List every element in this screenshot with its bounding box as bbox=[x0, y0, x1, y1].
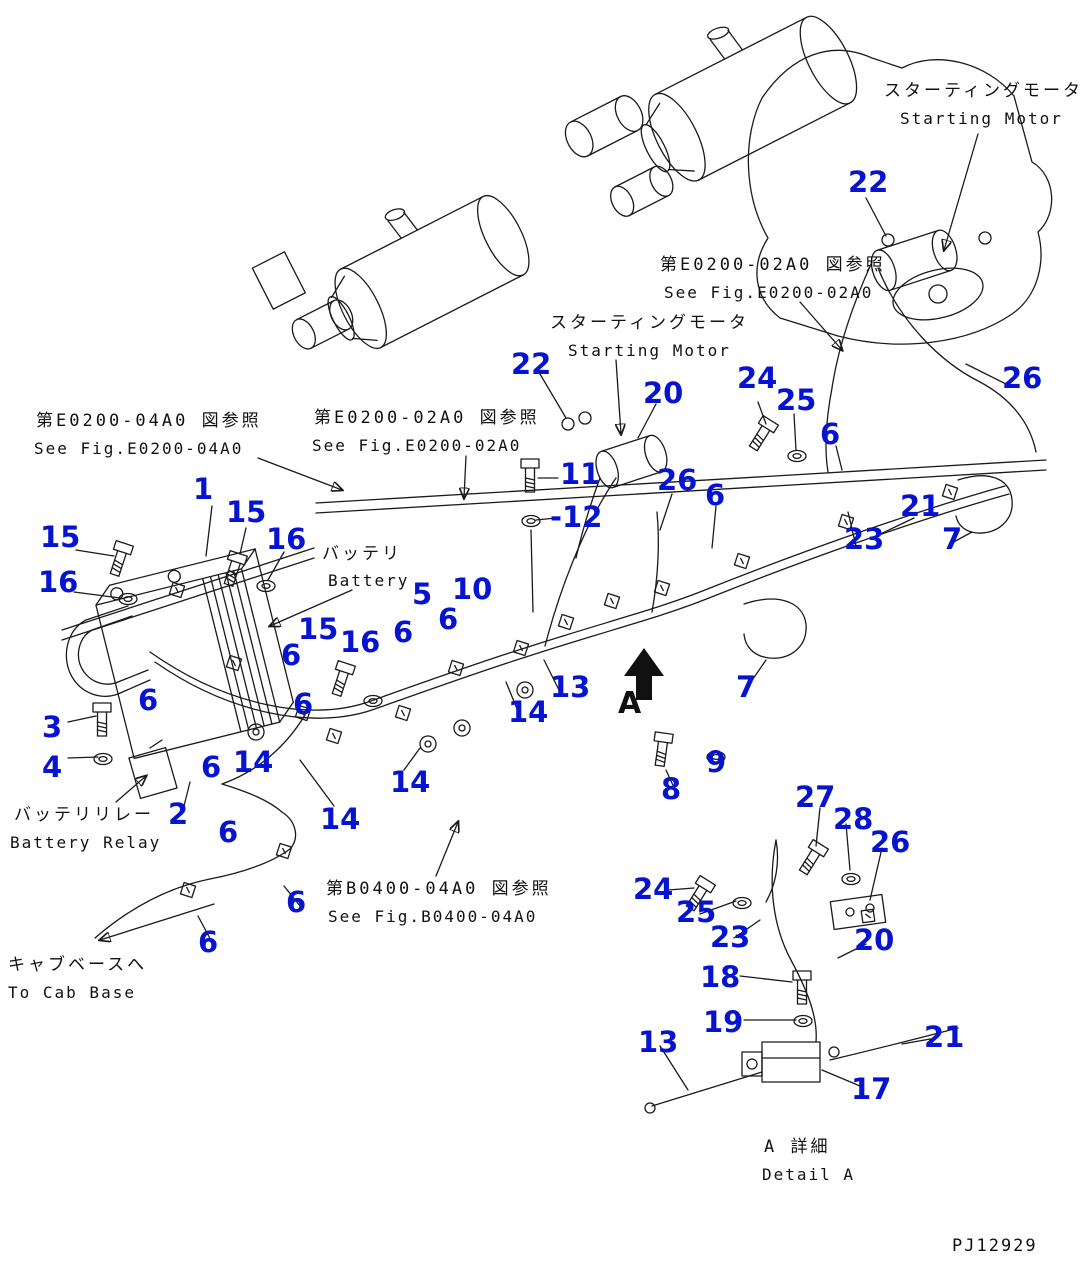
part-callout-15: 15 bbox=[226, 495, 267, 529]
label-detail-a-en: Detail A bbox=[762, 1165, 856, 1184]
part-callout-14: 14 bbox=[320, 802, 361, 836]
part-callout-26: 26 bbox=[657, 463, 698, 497]
label-battery-relay-en: Battery Relay bbox=[10, 833, 162, 852]
part-callout-13: 13 bbox=[638, 1025, 679, 1059]
label-starting-motor-mid-jp: スターティングモータ bbox=[550, 313, 749, 333]
ref-e0200-02a0-mid-en: See Fig.E0200-02A0 bbox=[312, 436, 522, 455]
part-callout-23: 23 bbox=[710, 920, 751, 954]
muffler-front bbox=[327, 194, 530, 350]
part-callout-16: 16 bbox=[340, 625, 381, 659]
part-callout-1: 1 bbox=[193, 472, 214, 506]
part-callout-27: 27 bbox=[795, 780, 836, 814]
part-callout-10: 10 bbox=[452, 572, 493, 606]
callout-leaders bbox=[67, 197, 1011, 1091]
part-callout-20: 20 bbox=[854, 923, 895, 957]
view-arrow-a bbox=[624, 648, 664, 700]
part-callout-19: 19 bbox=[703, 1005, 744, 1039]
muffler-rear bbox=[640, 15, 858, 182]
part-callout-24: 24 bbox=[633, 872, 674, 906]
part-callout-15: 15 bbox=[298, 612, 339, 646]
front-engine-parts bbox=[251, 251, 354, 350]
ring-terminals bbox=[247, 231, 992, 753]
part-callout-7: 7 bbox=[736, 670, 757, 704]
part-callout-6: 6 bbox=[286, 885, 307, 919]
ref-e0200-04a0-en: See Fig.E0200-04A0 bbox=[34, 439, 244, 458]
part-callout-8: 8 bbox=[661, 772, 682, 806]
rear-engine-parts bbox=[564, 95, 674, 217]
ref-b0400-04a0-jp: 第B0400-04A0 図参照 bbox=[326, 879, 552, 899]
part-callout-26: 26 bbox=[870, 825, 911, 859]
detail-a-assembly bbox=[644, 839, 959, 1114]
part-callout-6: 6 bbox=[201, 750, 222, 784]
label-starting-motor-top-jp: スターティングモータ bbox=[884, 81, 1083, 101]
ref-b0400-04a0-en: See Fig.B0400-04A0 bbox=[328, 907, 538, 926]
part-callout-3: 3 bbox=[42, 710, 63, 744]
part-callout-6: 6 bbox=[281, 638, 302, 672]
label-starting-motor-top-en: Starting Motor bbox=[900, 109, 1063, 128]
wiring-harness bbox=[94, 261, 1037, 939]
part-callout-13: 13 bbox=[550, 670, 591, 704]
part-callout-14: 14 bbox=[508, 695, 549, 729]
part-callout-6: 6 bbox=[705, 478, 726, 512]
part-callout-6: 6 bbox=[218, 815, 239, 849]
label-to-cab-base-en: To Cab Base bbox=[8, 983, 136, 1002]
harness-hooks bbox=[743, 475, 1013, 659]
part-callout-20: 20 bbox=[643, 376, 684, 410]
part-callout-6: 6 bbox=[138, 683, 159, 717]
ref-e0200-02a0-mid-jp: 第E0200-02A0 図参照 bbox=[314, 408, 540, 428]
label-leaders bbox=[100, 133, 979, 940]
part-callout-7: 7 bbox=[942, 522, 963, 556]
part-callout-6: 6 bbox=[198, 925, 219, 959]
part-callout-16: 16 bbox=[266, 522, 307, 556]
part-callout-21: 21 bbox=[900, 489, 941, 523]
ref-e0200-02a0-right-jp: 第E0200-02A0 図参照 bbox=[660, 255, 886, 275]
part-callout-5: 5 bbox=[412, 577, 433, 611]
part-callout-11: 11 bbox=[560, 457, 601, 491]
part-callout-6: 6 bbox=[293, 687, 314, 721]
part-callout-22: 22 bbox=[848, 165, 889, 199]
part-callout-16: 16 bbox=[38, 565, 79, 599]
battery-holddown-rod bbox=[65, 605, 151, 697]
part-callout-6: 6 bbox=[438, 602, 459, 636]
label-battery-en: Battery bbox=[328, 571, 410, 590]
part-callout-23: 23 bbox=[844, 522, 885, 556]
part-callout-24: 24 bbox=[737, 361, 778, 395]
label-detail-a-jp: A 詳細 bbox=[764, 1137, 831, 1157]
engine-block bbox=[747, 49, 1053, 345]
part-callout-21: 21 bbox=[924, 1020, 965, 1054]
part-callout-neg12: -12 bbox=[550, 500, 603, 534]
battery-relay bbox=[128, 739, 178, 800]
ref-e0200-04a0-jp: 第E0200-04A0 図参照 bbox=[36, 411, 262, 431]
part-callout-6: 6 bbox=[820, 417, 841, 451]
part-callout-17: 17 bbox=[851, 1072, 892, 1106]
part-callout-18: 18 bbox=[700, 960, 741, 994]
part-callout-28: 28 bbox=[833, 802, 874, 836]
part-callout-14: 14 bbox=[233, 745, 274, 779]
label-to-cab-base-jp: キャブベースへ bbox=[8, 955, 148, 975]
part-callout-22: 22 bbox=[511, 347, 552, 381]
drawing-number: PJ12929 bbox=[952, 1236, 1038, 1256]
starting-motor-rear bbox=[870, 229, 958, 292]
label-battery-jp: バッテリ bbox=[322, 544, 402, 564]
view-arrow-label: A bbox=[618, 686, 642, 721]
label-starting-motor-mid-en: Starting Motor bbox=[568, 341, 731, 360]
part-callout-4: 4 bbox=[42, 750, 63, 784]
part-callout-15: 15 bbox=[40, 520, 81, 554]
part-callout-25: 25 bbox=[776, 383, 817, 417]
part-callout-26: 26 bbox=[1002, 361, 1043, 395]
part-callout-9: 9 bbox=[706, 745, 727, 779]
part-callout-2: 2 bbox=[168, 797, 189, 831]
label-battery-relay-jp: バッテリリレー bbox=[14, 805, 154, 825]
ref-e0200-02a0-right-en: See Fig.E0200-02A0 bbox=[664, 283, 874, 302]
part-callout-14: 14 bbox=[390, 765, 431, 799]
part-callout-6: 6 bbox=[393, 615, 414, 649]
part-callout-25: 25 bbox=[676, 895, 717, 929]
